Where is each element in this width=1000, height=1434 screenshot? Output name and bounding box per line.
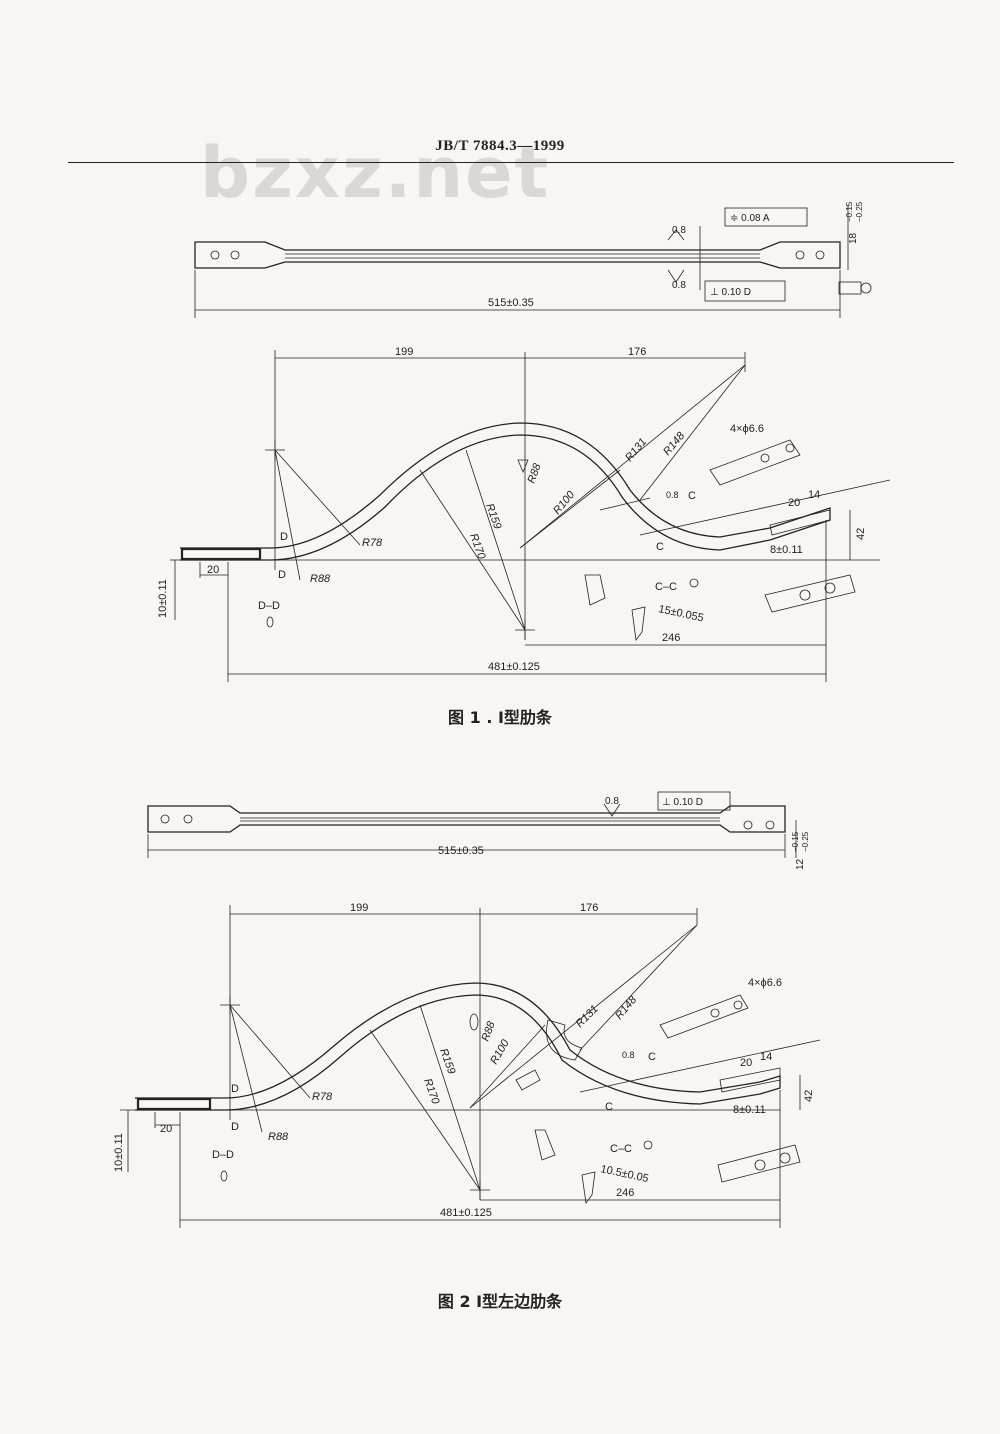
fig1-tol-lower: −0.25 xyxy=(855,201,864,222)
fig1-d481: 481±0.125 xyxy=(488,661,540,673)
fig1-holes: 4×ϕ6.6 xyxy=(730,423,764,435)
fig2-section-dd: D–D xyxy=(212,1149,234,1161)
fig1-r131: R131 xyxy=(623,436,649,464)
fig1-label-c-1: C xyxy=(688,490,696,502)
fig2-d10: 10±0.11 xyxy=(113,1133,125,1172)
fig1-roughness-2: 0.8 xyxy=(672,280,686,291)
fig2-r131: R131 xyxy=(574,1003,601,1030)
fig2-holes: 4×ϕ6.6 xyxy=(748,977,782,989)
standard-number: JB/T 7884.3—1999 xyxy=(435,138,565,154)
fig2-dim-176: 176 xyxy=(580,902,598,914)
figure-2-drawing: 515±0.35 0.8 ⊥ 0.10 D 12 −0.15 −0.25 xyxy=(113,791,821,1228)
fig2-d8: 8±0.11 xyxy=(733,1104,766,1116)
fig2-r88-b: R88 xyxy=(480,1019,498,1043)
fig2-top-view xyxy=(147,791,797,858)
fig2-r170: R170 xyxy=(421,1077,442,1107)
fig1-tol-upper: −0.15 xyxy=(845,201,854,222)
fig1-roughness-c: 0.8 xyxy=(666,490,679,500)
figure-1-drawing: 515±0.35 0.8 0.8 ≑ 0.08 A ⊥ 0.10 D 18 −0… xyxy=(157,201,891,682)
fig1-r88-b: R88 xyxy=(526,461,544,485)
fig2-roughness-c: 0.8 xyxy=(622,1050,635,1060)
fig2-perp-tolerance: ⊥ 0.10 D xyxy=(662,797,703,808)
fig2-r148: R148 xyxy=(613,993,640,1022)
fig2-section-cc: C–C xyxy=(610,1143,632,1155)
watermark: bzxz.net xyxy=(200,132,551,214)
fig2-d481: 481±0.125 xyxy=(440,1207,492,1219)
fig1-r100: R100 xyxy=(551,488,578,517)
fig1-thickness: 18 xyxy=(848,232,859,244)
fig1-dim-199: 199 xyxy=(395,346,413,358)
fig1-dim-176: 176 xyxy=(628,346,646,358)
fig2-r88-a: R88 xyxy=(268,1131,289,1143)
fig2-d42: 42 xyxy=(803,1090,815,1102)
fig1-side-view xyxy=(170,350,891,682)
fig1-section-cc: C–C xyxy=(655,581,677,593)
fig2-side-view xyxy=(120,905,821,1228)
fig2-dim-199: 199 xyxy=(350,902,368,914)
fig2-d20-left: 20 xyxy=(160,1123,172,1135)
fig1-d20-left: 20 xyxy=(207,564,219,576)
fig1-r159: R159 xyxy=(483,502,503,531)
fig2-tol-upper: −0.15 xyxy=(791,831,800,852)
fig2-d14: 14 xyxy=(760,1051,772,1063)
fig1-label-d-1: D xyxy=(280,531,288,543)
fig1-r88-a: R88 xyxy=(310,573,331,585)
fig2-r100: R100 xyxy=(488,1037,512,1067)
fig1-r78: R78 xyxy=(362,537,383,549)
fig1-d10: 10±0.11 xyxy=(157,579,169,618)
fig1-label-c-2: C xyxy=(656,541,664,553)
fig2-label-d-2: D xyxy=(231,1121,239,1133)
figure-1-caption: 图 1 . Ⅰ型肋条 xyxy=(448,708,552,727)
fig2-r159: R159 xyxy=(437,1047,457,1076)
fig1-d42: 42 xyxy=(855,528,867,540)
fig2-label-c-2: C xyxy=(605,1101,613,1113)
figure-2-caption: 图 2 Ⅰ型左边肋条 xyxy=(437,1292,563,1311)
figure-1: 515±0.35 0.8 0.8 ≑ 0.08 A ⊥ 0.10 D 18 −0… xyxy=(157,201,891,727)
fig1-sym-tolerance: ≑ 0.08 A xyxy=(730,213,770,224)
fig2-d10-5: 10.5±0.05 xyxy=(599,1163,649,1185)
fig2-length-dim: 515±0.35 xyxy=(438,845,484,857)
fig1-top-view xyxy=(194,205,872,318)
fig1-d15: 15±0.055 xyxy=(657,603,704,624)
fig1-d14: 14 xyxy=(808,489,820,501)
fig2-roughness-1: 0.8 xyxy=(605,796,619,807)
fig1-roughness-1: 0.8 xyxy=(672,225,686,236)
fig2-label-c-1: C xyxy=(648,1051,656,1063)
fig1-section-dd: D–D xyxy=(258,600,280,612)
fig1-perp-tolerance: ⊥ 0.10 D xyxy=(710,287,751,298)
fig1-length-dim: 515±0.35 xyxy=(488,297,534,309)
fig1-d20: 20 xyxy=(788,497,800,509)
fig2-r78: R78 xyxy=(312,1091,333,1103)
fig2-d246: 246 xyxy=(616,1187,634,1199)
figure-2: 515±0.35 0.8 ⊥ 0.10 D 12 −0.15 −0.25 xyxy=(0,780,1000,1320)
header-rule xyxy=(68,162,954,163)
fig1-d8: 8±0.11 xyxy=(770,544,803,556)
fig2-thickness: 12 xyxy=(795,858,806,870)
fig2-d20: 20 xyxy=(740,1057,752,1069)
fig2-tol-lower: −0.25 xyxy=(801,831,810,852)
fig1-label-d-2: D xyxy=(278,569,286,581)
fig2-label-d-1: D xyxy=(231,1083,239,1095)
fig1-d246: 246 xyxy=(662,632,680,644)
